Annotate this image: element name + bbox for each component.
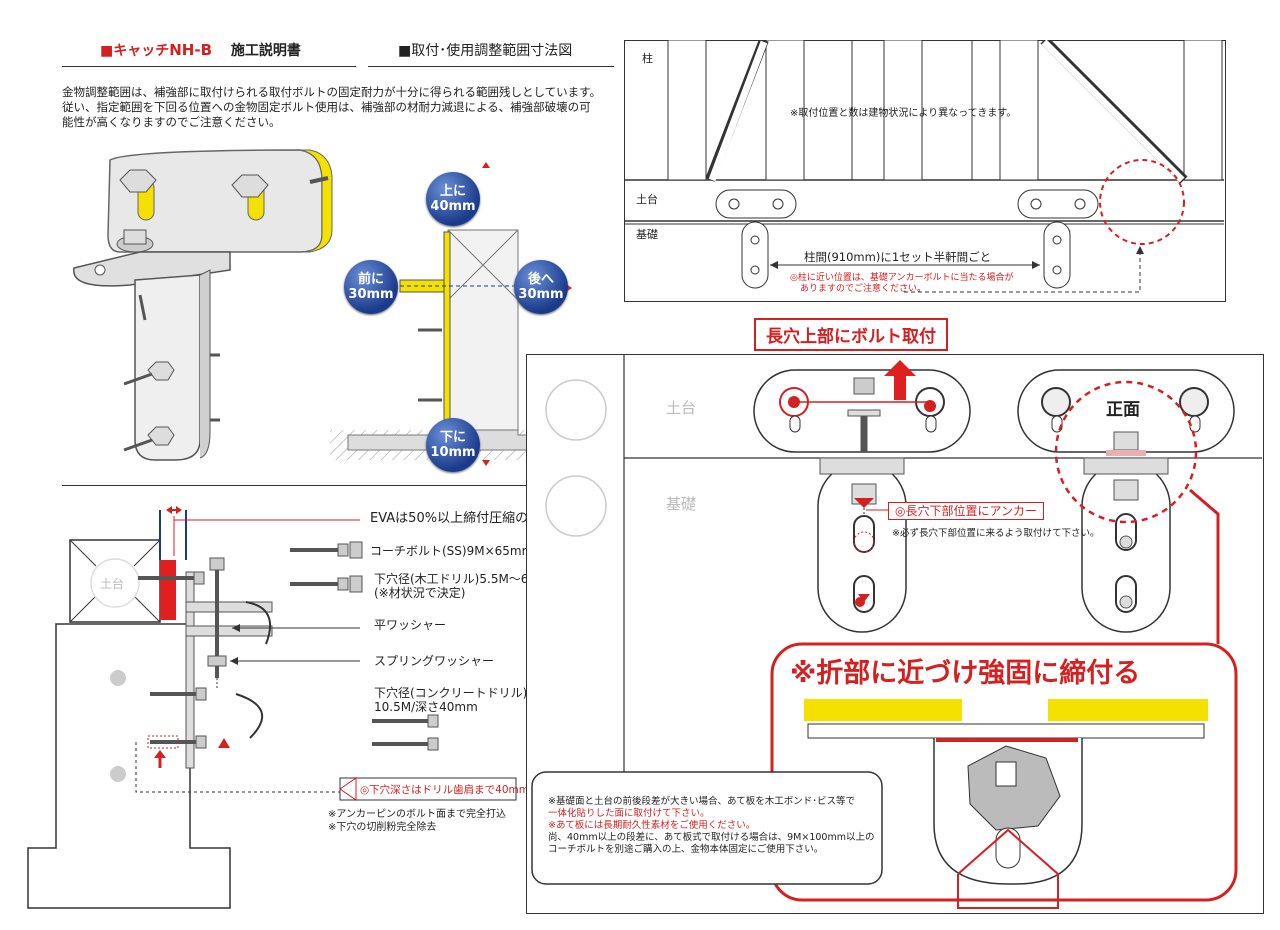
eva-note: EVAは50%以上締付圧縮の事 — [370, 511, 542, 526]
install-note: ※取付位置と数は建物状況により異なってきます。 — [790, 108, 1017, 119]
pilot-concrete-label: 下穴径(コンクリートドリル) 10.5M/深さ40mm — [374, 686, 528, 714]
anchor-notes: ※アンカーピンのボルト面まで完全打込 ※下穴の切削粉完全除去 — [328, 809, 506, 833]
assembly-drawing — [27, 506, 517, 909]
step-notes: ※基礎面と土台の前後段差が大きい場合、あて板を木工ボンド･ビス等で 一体化貼りし… — [548, 796, 874, 856]
detail-drawing — [531, 354, 1262, 909]
spring-washer-label: スプリングワッシャー — [374, 654, 495, 668]
label-hashira: 柱 — [642, 52, 653, 65]
front-label: 正面 — [1106, 400, 1140, 420]
section-title: ■取付･使用調整範囲寸法図 — [398, 43, 573, 59]
pitch-label: 柱間(910mm)に1セット半軒間ごと — [804, 250, 992, 264]
elevation-panel — [624, 40, 1226, 302]
label-kiso-right: 基礎 — [666, 495, 697, 513]
doc-title: 施工説明書 — [230, 43, 301, 59]
anchor-position-label: ◎長穴下部位置にアンカー — [888, 502, 1044, 520]
header-rule-right — [368, 66, 614, 67]
label-dodai-right: 土台 — [666, 399, 697, 417]
intro-text: 金物調整範囲は、補強部に取付けられる取付ボルトの固定耐力が十分に得られる範囲残し… — [62, 85, 601, 129]
step-note-line: 尚、40mm以上の段差に、あて板式で取付ける場合は、9M×100mm以上の — [548, 832, 875, 843]
pilot-wood-label: 下穴径(木工ドリル)5.5M～6.0M (※材状況で決定) — [374, 572, 551, 600]
post-warning: ◎柱に近い位置は、基礎アンカーボルトに当たる場合が ありますのでご注意ください。 — [790, 273, 1014, 294]
elevation-drawing — [624, 40, 1224, 293]
label-dodai-top: 土台 — [636, 193, 658, 206]
step-note-line: ※基礎面と土台の前後段差が大きい場合、あて板を木工ボンド･ビス等で — [548, 796, 856, 807]
middle-rule — [62, 485, 614, 486]
coach-bolt-label: コーチボルト(SS)9M×65mm — [370, 544, 534, 558]
bracket-3d-illustration — [73, 149, 333, 461]
step-note-line: 一体化貼りした面に取付けて下さい。 — [548, 808, 710, 819]
step-note-line: ※あて板には長期耐久性素材をご使用ください。 — [548, 820, 756, 831]
tighten-title: ※折部に近づけ強固に締付る — [790, 658, 1141, 689]
step-note-line: コーチボルトを別途ご購入の上、金物本体固定にご使用下さい。 — [548, 844, 824, 855]
anchor-position-note: ※必ず長穴下部位置に来るよう取付けて下さい。 — [892, 528, 1100, 539]
flat-washer-label: 平ワッシャー — [374, 618, 447, 632]
doc-header: ■キャッチNH-B 施工説明書 — [100, 40, 301, 60]
product-name: NH-B — [169, 41, 213, 59]
adjustment-section — [330, 162, 590, 466]
depth-note: ◎下穴深さはドリル歯肩まで40mm — [360, 784, 529, 796]
header-rule-left — [62, 66, 356, 67]
label-kiso-top: 基礎 — [636, 228, 658, 241]
label-dodai-left: 土台 — [100, 577, 125, 591]
bolt-position-banner: 長穴上部にボルト取付 — [754, 318, 948, 351]
product-prefix: ■キャッチ — [100, 43, 170, 59]
